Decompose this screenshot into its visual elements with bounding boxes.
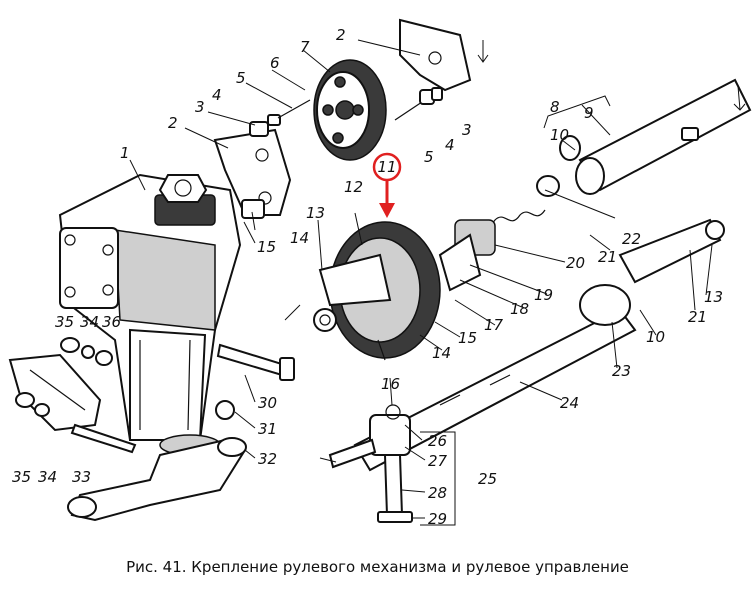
callout-34: 34	[80, 313, 99, 331]
callout-12: 12	[344, 178, 363, 196]
callout-8: 8	[550, 98, 560, 116]
callout-25: 25	[478, 470, 497, 488]
group-bracket-8	[543, 95, 611, 129]
callout-24: 24	[560, 394, 579, 412]
callout-5: 5	[424, 148, 434, 166]
top-bracket	[399, 18, 472, 92]
callout-10: 10	[646, 328, 665, 346]
callout-14: 14	[290, 229, 309, 247]
callout-20: 20	[566, 254, 585, 272]
callout-15: 15	[257, 238, 276, 256]
callout-21: 21	[598, 248, 617, 266]
callout-14: 14	[432, 344, 451, 362]
leader-lines	[129, 39, 713, 519]
callout-3: 3	[462, 121, 472, 139]
callout-2: 2	[168, 114, 178, 132]
callout-10: 10	[550, 126, 569, 144]
column-upper-tube	[536, 78, 752, 197]
callout-3: 3	[195, 98, 205, 116]
callout-35: 35	[55, 313, 74, 331]
group-bracket-25	[420, 431, 456, 526]
callout-13: 13	[704, 288, 723, 306]
housing-bolts	[215, 343, 295, 420]
callout-1: 1	[120, 144, 130, 162]
callout-29: 29	[428, 510, 447, 528]
right-bolt-set	[394, 87, 443, 121]
callout-23: 23	[612, 362, 631, 380]
callout-9: 9	[584, 104, 594, 122]
steering-arm	[67, 437, 247, 522]
callout-18: 18	[510, 300, 529, 318]
intermediate-shaft	[353, 218, 725, 472]
highlight-marker: 11	[372, 152, 402, 218]
callout-32: 32	[258, 450, 277, 468]
callout-7: 7	[300, 38, 310, 56]
callout-labels: 1 2 2 3 3 4 4 5 5 6 7 8 9 10 10 12 13 13…	[12, 26, 723, 528]
callout-11: 11	[377, 158, 396, 176]
left-bolt-set	[249, 99, 311, 137]
universal-joint	[328, 404, 413, 523]
callout-26: 26	[428, 432, 447, 450]
direction-arrows	[284, 40, 746, 463]
callout-19: 19	[534, 286, 553, 304]
callout-28: 28	[428, 484, 447, 502]
callout-34: 34	[38, 468, 57, 486]
mounting-bracket	[8, 337, 137, 454]
callout-16: 16	[381, 375, 400, 393]
callout-31: 31	[258, 420, 277, 438]
callout-36: 36	[102, 313, 121, 331]
callout-4: 4	[445, 136, 455, 154]
callout-21: 21	[688, 308, 707, 326]
callout-6: 6	[270, 54, 280, 72]
flexible-coupling-disc	[313, 59, 387, 161]
bearing-plate	[313, 221, 482, 361]
callout-30: 30	[258, 394, 277, 412]
callout-33: 33	[72, 468, 91, 486]
callout-15: 15	[458, 329, 477, 347]
callout-35: 35	[12, 468, 31, 486]
left-flange-bracket	[213, 128, 292, 219]
figure-caption: Рис. 41. Крепление рулевого механизма и …	[126, 558, 629, 576]
callout-4: 4	[212, 86, 222, 104]
callout-17: 17	[484, 316, 504, 334]
callout-2: 2	[336, 26, 346, 44]
callout-5: 5	[236, 69, 246, 87]
callout-13: 13	[306, 204, 325, 222]
callout-27: 27	[428, 452, 448, 470]
callout-22: 22	[622, 230, 641, 248]
steering-gear-housing	[58, 173, 242, 456]
